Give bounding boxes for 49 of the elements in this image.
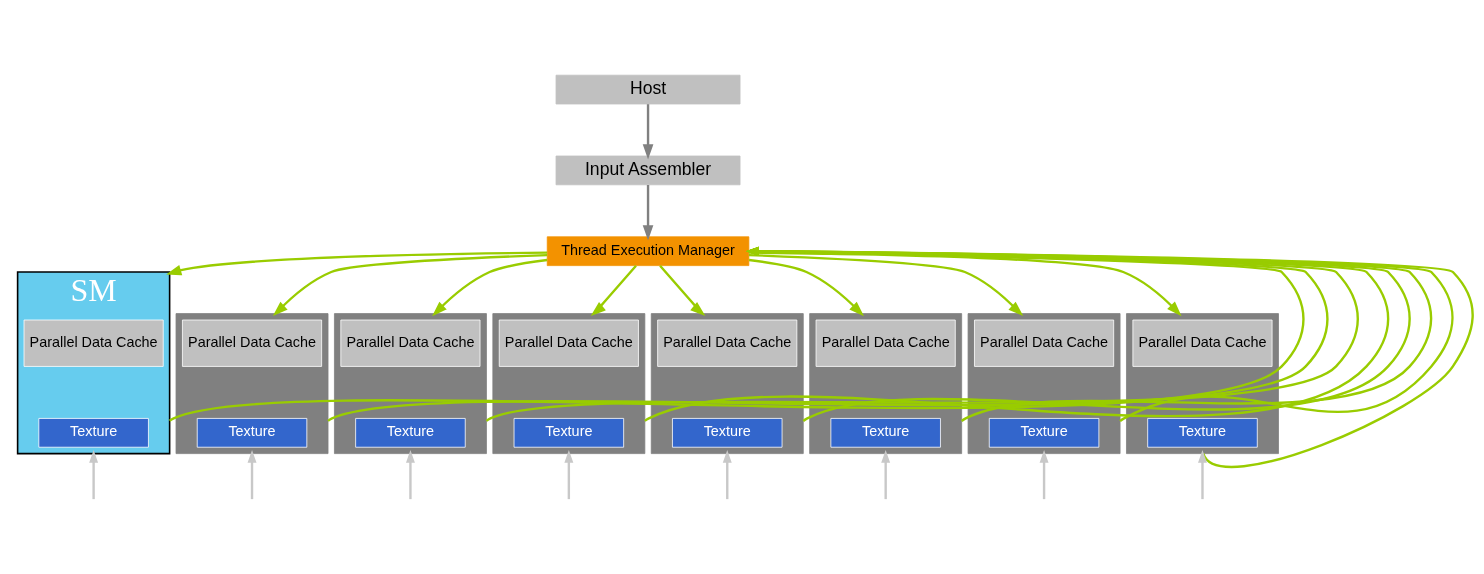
node-box: Host [555,74,741,104]
arrow [881,449,891,499]
node-box: Parallel Data Cache [657,319,798,367]
arrow [722,449,732,499]
arrow [642,184,654,240]
arrow [272,253,548,316]
arrow [746,246,1474,468]
node-box: Parallel Data Cache [182,319,323,367]
node-box: Texture [355,417,466,448]
node-box: Texture [830,417,941,448]
arrow [564,449,574,499]
cluster [967,312,1121,454]
cluster [1126,312,1279,454]
node-box: Texture [672,417,783,448]
node-box: Texture [1147,417,1258,448]
arrow [642,103,654,160]
arrow [748,253,1024,316]
arrow [644,246,1389,422]
arrow [590,264,637,316]
arrow [659,264,706,316]
node-box: Parallel Data Cache [974,319,1115,367]
node-box: Texture [988,417,1100,448]
node-box: Parallel Data Cache [815,319,956,367]
arrow [1198,449,1207,499]
node-box: Texture [38,417,149,448]
node-box: Parallel Data Cache [340,319,481,367]
arrow [1039,449,1049,499]
arrow [432,258,548,316]
node-box: Parallel Data Cache [498,319,639,367]
arrow [247,449,257,499]
arrow [89,449,99,499]
arrow [486,246,1359,422]
arrow [166,250,548,275]
cluster [175,312,329,454]
node-box: Input Assembler [555,155,741,185]
node-box: Parallel Data Cache [1132,319,1273,367]
arrow [327,246,1329,422]
node-box: Thread Execution Manager [546,235,750,266]
arrow [748,258,864,316]
node-box: Texture [196,417,308,448]
node-box: Texture [513,417,625,448]
arrow [748,250,1182,316]
cluster [334,312,487,454]
cluster [809,312,963,454]
arrow [169,246,1305,422]
cluster [650,312,804,454]
arrow [405,449,415,499]
cluster [492,312,646,454]
node-box: Parallel Data Cache [23,319,164,367]
